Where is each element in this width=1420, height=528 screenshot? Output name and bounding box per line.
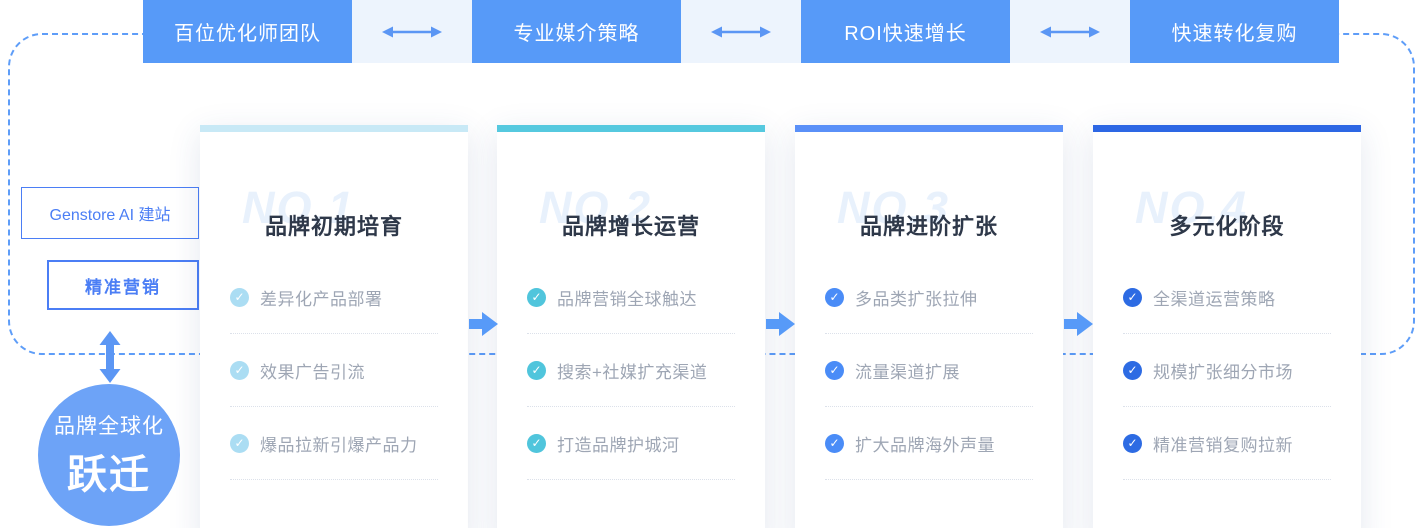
stage-title: 多元化阶段: [1169, 214, 1285, 239]
check-icon: ✓: [527, 287, 546, 307]
vertical-double-arrow-icon: [99, 331, 121, 383]
list-item: ✓ 流量渠道扩展: [825, 334, 1033, 407]
list-item: ✓ 扩大品牌海外声量: [825, 407, 1033, 480]
stage-number-watermark: NO.4: [1135, 182, 1249, 233]
list-item: ✓ 品牌营销全球触达: [527, 261, 735, 334]
list-item: ✓ 爆品拉新引爆产品力: [230, 407, 438, 480]
stage-item-list: ✓ 品牌营销全球触达 ✓ 搜索+社媒扩充渠道 ✓ 打造品牌护城河: [527, 261, 735, 480]
list-item: ✓ 精准营销复购拉新: [1123, 407, 1331, 480]
stage-flow-arrow-icon: [469, 312, 498, 336]
double-headed-arrow-icon: [711, 26, 771, 37]
flow-chip-optimizer-team: 百位优化师团队: [143, 0, 352, 63]
brand-globalization-badge: 品牌全球化 跃迁: [38, 384, 180, 526]
stage-item-list: ✓ 差异化产品部署 ✓ 效果广告引流 ✓ 爆品拉新引爆产品力: [230, 261, 438, 480]
flow-gap: [1010, 0, 1130, 63]
list-item: ✓ 全渠道运营策略: [1123, 261, 1331, 334]
list-item: ✓ 效果广告引流: [230, 334, 438, 407]
check-icon: ✓: [825, 360, 844, 380]
double-headed-arrow-icon: [382, 26, 442, 37]
list-item-label: 差异化产品部署: [260, 289, 383, 309]
list-item-label: 多品类扩张拉伸: [855, 289, 978, 309]
list-item-label: 品牌营销全球触达: [557, 289, 697, 309]
check-icon: ✓: [527, 360, 546, 380]
stage-number-watermark: NO.3: [837, 182, 951, 233]
list-item: ✓ 规模扩张细分市场: [1123, 334, 1331, 407]
label-precise-marketing: 精准营销: [47, 260, 199, 310]
stage-title: 品牌增长运营: [561, 214, 700, 239]
check-icon: ✓: [230, 360, 249, 380]
list-item-label: 全渠道运营策略: [1153, 289, 1276, 309]
stage-number-watermark: NO.2: [539, 182, 653, 233]
stage-item-list: ✓ 多品类扩张拉伸 ✓ 流量渠道扩展 ✓ 扩大品牌海外声量: [825, 261, 1033, 480]
stage-header: NO.1 品牌初期培育: [200, 132, 468, 272]
stage-card-4: NO.4 多元化阶段 ✓ 全渠道运营策略 ✓ 规模扩张细分市场 ✓ 精准营销复购…: [1093, 125, 1361, 528]
stage-header: NO.2 品牌增长运营: [497, 132, 765, 272]
stage-number-watermark: NO.1: [242, 182, 356, 233]
list-item-label: 扩大品牌海外声量: [855, 435, 995, 455]
flow-chip-roi-growth: ROI快速增长: [801, 0, 1010, 63]
stage-header: NO.3 品牌进阶扩张: [795, 132, 1063, 272]
stage-title: 品牌初期培育: [264, 214, 403, 239]
stage-accent-bar: [497, 125, 765, 132]
stage-item-list: ✓ 全渠道运营策略 ✓ 规模扩张细分市场 ✓ 精准营销复购拉新: [1123, 261, 1331, 480]
check-icon: ✓: [825, 433, 844, 453]
stage-card-1: NO.1 品牌初期培育 ✓ 差异化产品部署 ✓ 效果广告引流 ✓ 爆品拉新引爆产…: [200, 125, 468, 528]
stage-card-3: NO.3 品牌进阶扩张 ✓ 多品类扩张拉伸 ✓ 流量渠道扩展 ✓ 扩大品牌海外声…: [795, 125, 1063, 528]
flow-gap: [352, 0, 472, 63]
check-icon: ✓: [230, 433, 249, 453]
stage-card-2: NO.2 品牌增长运营 ✓ 品牌营销全球触达 ✓ 搜索+社媒扩充渠道 ✓ 打造品…: [497, 125, 765, 528]
stage-header: NO.4 多元化阶段: [1093, 132, 1361, 272]
list-item-label: 效果广告引流: [260, 362, 365, 382]
double-headed-arrow-icon: [1040, 26, 1100, 37]
check-icon: ✓: [1123, 360, 1142, 380]
stage-title: 品牌进阶扩张: [859, 214, 998, 239]
check-icon: ✓: [1123, 433, 1142, 453]
stage-flow-arrow-icon: [766, 312, 795, 336]
check-icon: ✓: [1123, 287, 1142, 307]
label-genstore-ai-site: Genstore AI 建站: [21, 187, 199, 239]
list-item: ✓ 搜索+社媒扩充渠道: [527, 334, 735, 407]
stage-flow-arrow-icon: [1064, 312, 1093, 336]
flow-gap: [681, 0, 801, 63]
list-item: ✓ 多品类扩张拉伸: [825, 261, 1033, 334]
top-flow-strip: 百位优化师团队 专业媒介策略 ROI快速增长 快速转化复购: [143, 0, 1339, 63]
list-item-label: 规模扩张细分市场: [1153, 362, 1293, 382]
list-item: ✓ 差异化产品部署: [230, 261, 438, 334]
flow-chip-repurchase: 快速转化复购: [1130, 0, 1339, 63]
list-item-label: 打造品牌护城河: [557, 435, 680, 455]
check-icon: ✓: [230, 287, 249, 307]
list-item-label: 流量渠道扩展: [855, 362, 960, 382]
list-item-label: 搜索+社媒扩充渠道: [557, 362, 708, 382]
check-icon: ✓: [825, 287, 844, 307]
list-item-label: 爆品拉新引爆产品力: [260, 435, 418, 455]
list-item: ✓ 打造品牌护城河: [527, 407, 735, 480]
stage-accent-bar: [1093, 125, 1361, 132]
badge-line2: 跃迁: [67, 453, 151, 497]
stage-accent-bar: [795, 125, 1063, 132]
list-item-label: 精准营销复购拉新: [1153, 435, 1293, 455]
stage-accent-bar: [200, 125, 468, 132]
badge-line1: 品牌全球化: [54, 415, 164, 438]
flow-chip-media-strategy: 专业媒介策略: [472, 0, 681, 63]
check-icon: ✓: [527, 433, 546, 453]
